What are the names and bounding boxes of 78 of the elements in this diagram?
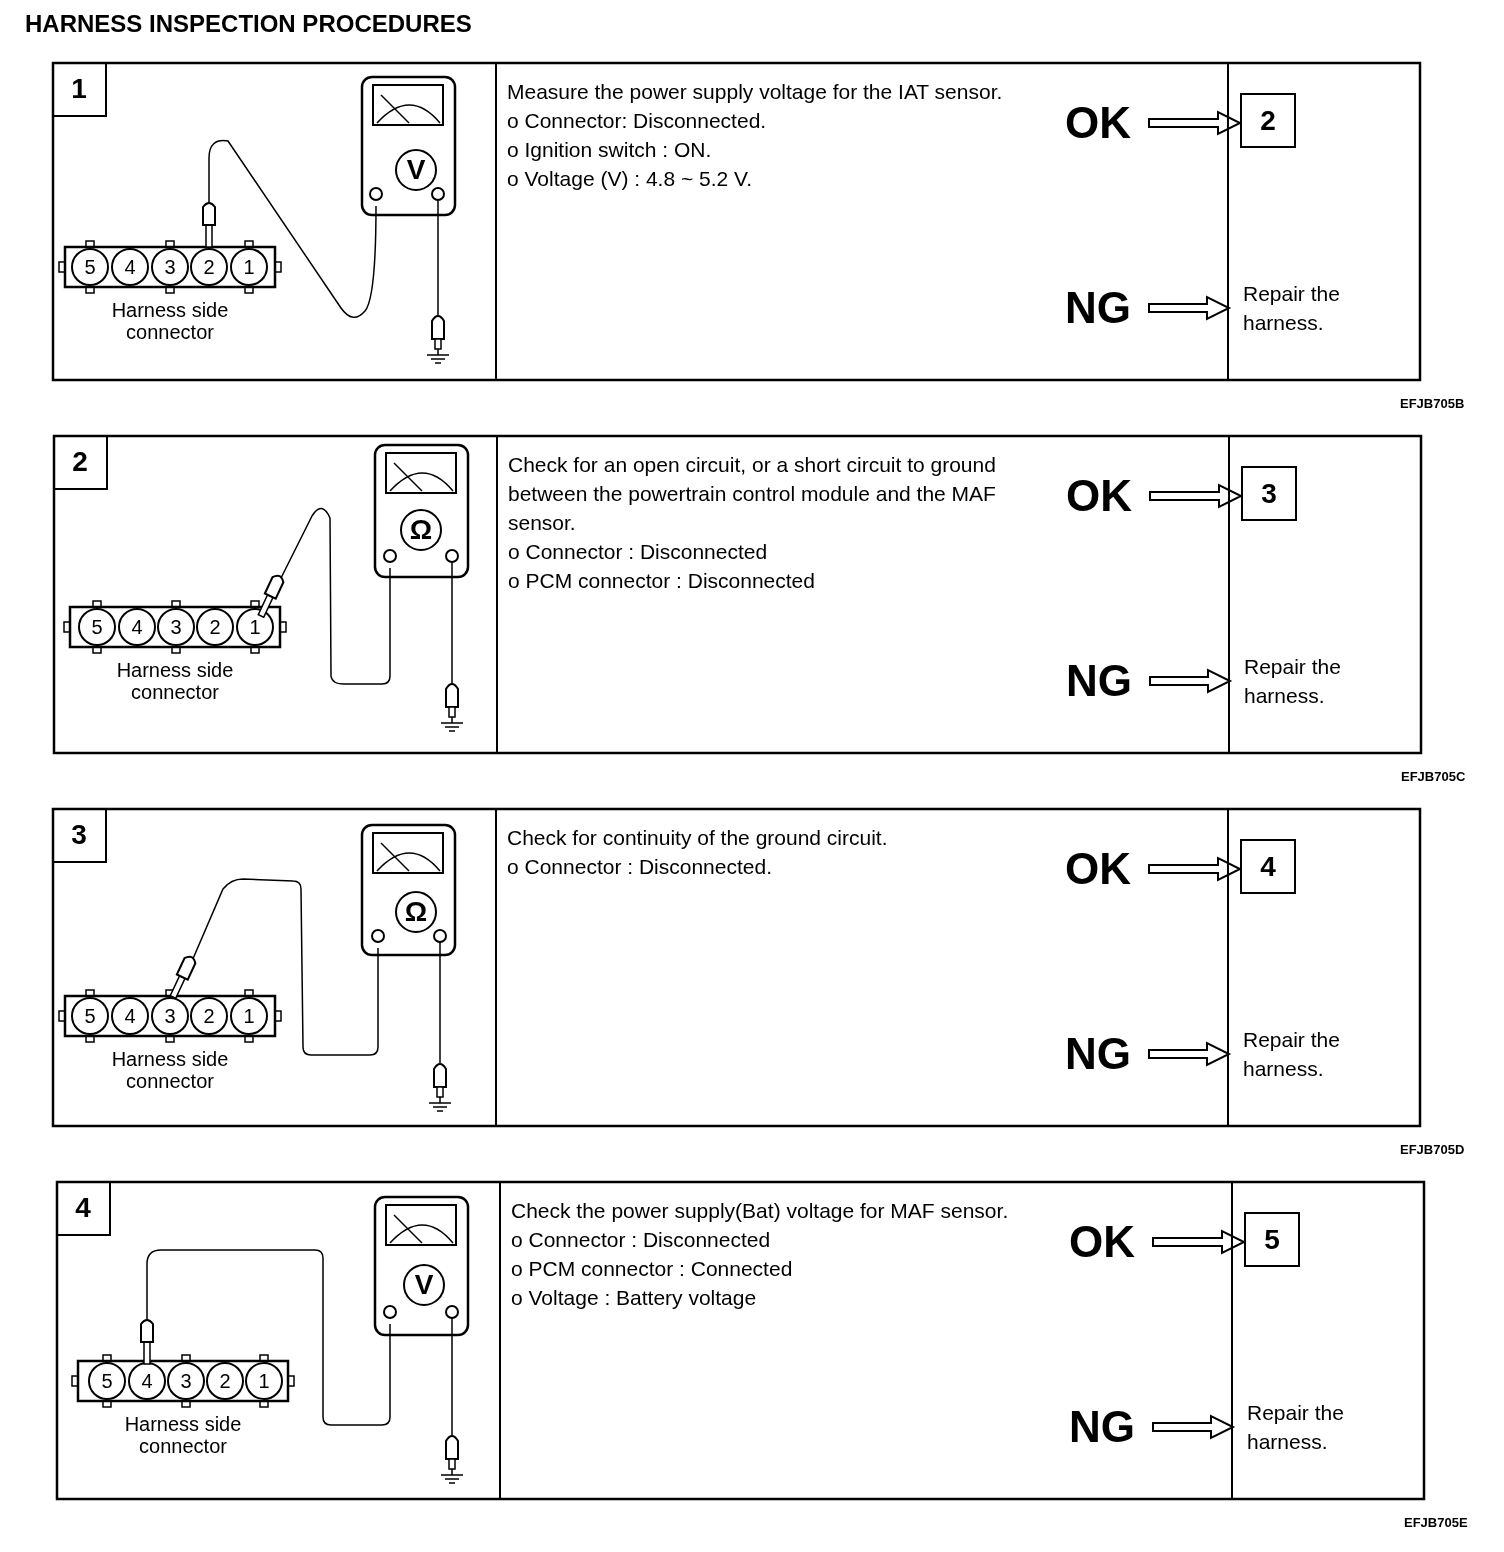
condition-text: o Voltage : Battery voltage (511, 1285, 758, 1311)
step-number-box: 1 (53, 63, 107, 117)
step-number-box: 3 (53, 809, 107, 863)
pin-number: 3 (163, 256, 177, 278)
pin-number: 1 (242, 1005, 256, 1027)
hollow-arrow (1149, 668, 1233, 694)
meter-symbol: V (405, 155, 427, 185)
condition-text: o Ignition switch : ON. (507, 137, 713, 163)
next-step-box: 5 (1244, 1212, 1300, 1267)
ng-result: NG (1065, 284, 1151, 332)
pin-number: 3 (163, 1005, 177, 1027)
step-number-box: 2 (54, 436, 108, 490)
hollow-arrow (1152, 1414, 1236, 1440)
condition-text: o PCM connector : Connected (511, 1256, 794, 1282)
instruction-cell (496, 436, 1230, 753)
ok-result: OK (1065, 845, 1151, 893)
pin-number: 4 (123, 256, 137, 278)
step-number-box: 4 (57, 1182, 111, 1236)
ng-result: NG (1069, 1403, 1155, 1451)
repair-instruction: Repair the harness. (1243, 281, 1341, 336)
instruction-text: Measure the power supply voltage for the IAT sensor. (507, 79, 1004, 105)
instruction-text: Check the power supply(Bat) voltage for MAF sensor. (511, 1198, 1010, 1224)
pin-number: 2 (202, 256, 216, 278)
pin-number: 2 (202, 1005, 216, 1027)
connector-caption: Harness side connector (110, 299, 230, 343)
next-step-box: 3 (1241, 466, 1297, 521)
instruction-cell (495, 809, 1229, 1126)
hollow-arrow (1148, 110, 1243, 136)
condition-text: o Connector : Disconnected (508, 539, 769, 565)
pin-number: 3 (179, 1370, 193, 1392)
next-step-box: 2 (1240, 93, 1296, 148)
pin-number: 5 (90, 616, 104, 638)
figure-code: EFJB705C (1401, 769, 1466, 784)
page-title: HARNESS INSPECTION PROCEDURES (25, 10, 472, 38)
ok-result: OK (1069, 1218, 1155, 1266)
pin-number: 2 (218, 1370, 232, 1392)
repair-instruction: Repair the harness. (1243, 1027, 1341, 1082)
condition-text: o PCM connector : Disconnected (508, 568, 816, 594)
hollow-arrow (1148, 295, 1232, 321)
connector-caption: Harness side connector (115, 659, 235, 703)
hollow-arrow (1148, 1041, 1232, 1067)
instruction-cell (495, 63, 1229, 380)
pin-number: 1 (242, 256, 256, 278)
instruction-text: Check for an open circuit, or a short circuit to ground between the powertrain control module and the MAF sensor. (508, 452, 997, 536)
ng-result: NG (1065, 1030, 1151, 1078)
pin-number: 1 (248, 616, 262, 638)
condition-text: o Connector: Disconnected. (507, 108, 768, 134)
pin-number: 4 (123, 1005, 137, 1027)
condition-text: o Voltage (V) : 4.8 ~ 5.2 V. (507, 166, 753, 192)
ng-result: NG (1066, 657, 1152, 705)
instruction-text: Check for continuity of the ground circuit. (507, 825, 889, 851)
repair-instruction: Repair the harness. (1247, 1400, 1345, 1455)
ok-result: OK (1066, 472, 1152, 520)
pin-number: 5 (100, 1370, 114, 1392)
instruction-cell (499, 1182, 1233, 1499)
connector-caption: Harness side connector (110, 1048, 230, 1092)
figure-code: EFJB705E (1404, 1515, 1468, 1530)
condition-text: o Connector : Disconnected. (507, 854, 773, 880)
figure-code: EFJB705D (1400, 1142, 1465, 1157)
pin-number: 5 (83, 256, 97, 278)
repair-instruction: Repair the harness. (1244, 654, 1342, 709)
pin-number: 3 (169, 616, 183, 638)
pin-number: 4 (130, 616, 144, 638)
next-step-box: 4 (1240, 839, 1296, 894)
pin-number: 1 (257, 1370, 271, 1392)
meter-symbol: V (413, 1270, 435, 1300)
hollow-arrow (1148, 856, 1243, 882)
meter-symbol: Ω (408, 515, 434, 545)
pin-number: 4 (140, 1370, 154, 1392)
figure-code: EFJB705B (1400, 396, 1465, 411)
connector-caption: Harness side connector (123, 1413, 243, 1457)
pin-number: 5 (83, 1005, 97, 1027)
pin-number: 2 (208, 616, 222, 638)
ok-result: OK (1065, 99, 1151, 147)
condition-text: o Connector : Disconnected (511, 1227, 772, 1253)
hollow-arrow (1152, 1229, 1247, 1255)
hollow-arrow (1149, 483, 1244, 509)
meter-symbol: Ω (403, 897, 429, 927)
